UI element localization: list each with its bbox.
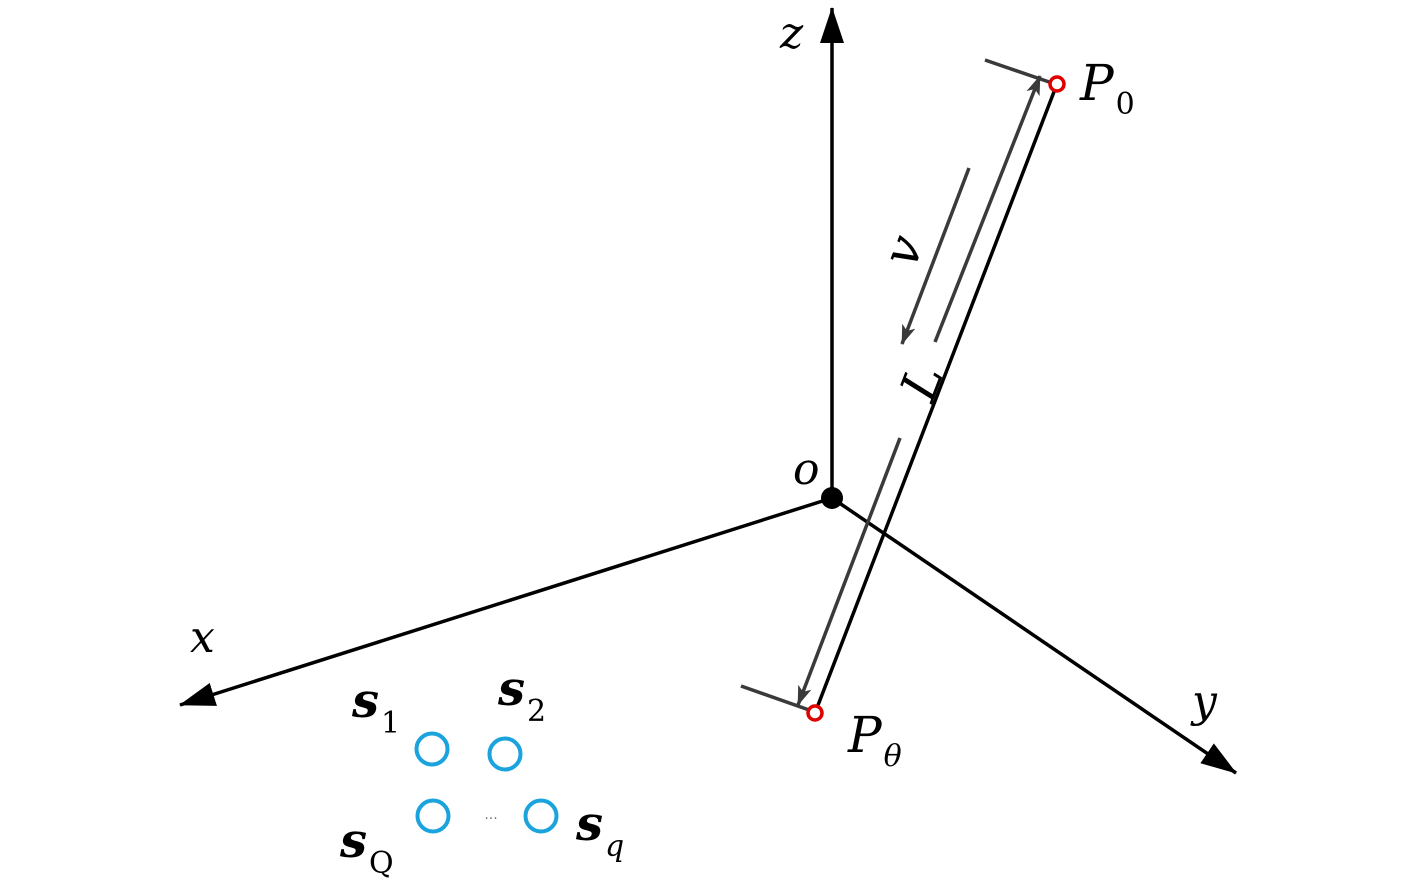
- sensor-q-label: sq: [575, 796, 624, 864]
- length-arrow-lower: [796, 437, 902, 706]
- sensor-2-label: s2: [497, 661, 546, 729]
- y-axis: [831, 496, 1237, 775]
- ptheta-tick: [740, 684, 813, 713]
- ptheta-label: Pθ: [847, 706, 902, 774]
- y-axis-label: y: [1190, 676, 1218, 727]
- x-axis-label: x: [190, 612, 215, 663]
- velocity-label: v: [871, 227, 935, 274]
- sensor-1-label: s1: [351, 673, 400, 741]
- origin-point: [821, 487, 843, 509]
- point-p0: [1048, 75, 1066, 93]
- velocity-arrow: [900, 167, 971, 345]
- length-arrow-upper: [933, 75, 1042, 343]
- sensor-2-marker: [487, 736, 523, 772]
- sensor-1-marker: [414, 731, 450, 767]
- point-ptheta: [806, 704, 824, 722]
- length-label: L: [889, 357, 955, 410]
- z-axis-label: z: [779, 8, 804, 59]
- origin-label: o: [793, 444, 820, 495]
- sensor-q-marker: [523, 798, 559, 834]
- x-axis: [179, 496, 833, 707]
- sensor-ellipsis: ···: [484, 811, 497, 827]
- sensor-Q-label: sQ: [339, 813, 394, 881]
- trajectory-line: [813, 83, 1059, 714]
- sensor-Q-marker: [415, 798, 451, 834]
- p0-label: P0: [1079, 54, 1135, 122]
- p0-tick: [984, 58, 1056, 86]
